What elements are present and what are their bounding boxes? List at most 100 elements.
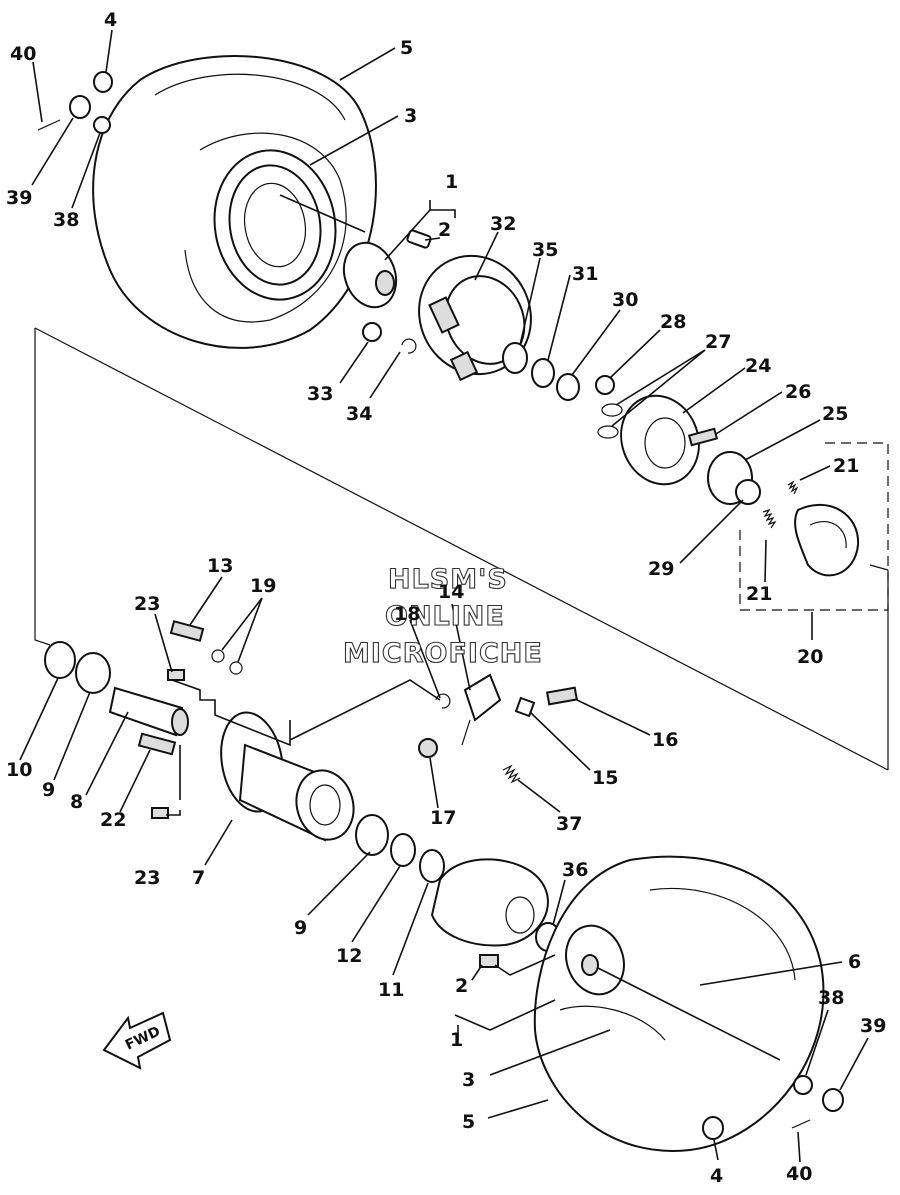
callout-20: 20 [797,646,823,668]
clip-34 [401,338,417,354]
callout-34: 34 [346,403,372,425]
callout-19: 19 [250,575,276,597]
bearing-9-mid [355,814,389,856]
callout-5: 5 [400,37,413,59]
nut-17 [418,738,438,758]
nut-28 [595,375,615,395]
washer-27b [597,425,619,439]
watermark: HLSM'S ONLINE MICROFICHE [342,563,543,669]
callout-26: 26 [785,381,811,403]
watermark-line3: MICROFICHE [343,638,543,669]
callout-2-bottom: 2 [455,975,468,997]
callout-25: 25 [822,403,848,425]
callout-37: 37 [556,813,582,835]
washer-19a [211,649,225,663]
bolt-23-bottom [151,807,169,819]
callout-31: 31 [572,263,598,285]
washer-38-top [93,116,111,134]
callout-23-bottom: 23 [134,867,160,889]
callout-9-mid: 9 [294,917,307,939]
callout-14: 14 [438,581,464,603]
seal-11 [419,849,445,883]
callout-38-bottom: 38 [818,987,844,1009]
callout-22: 22 [100,809,126,831]
bearing-31 [531,358,555,388]
bolt-top [406,229,432,249]
nut-30 [556,373,580,401]
final-gear-case [430,858,549,947]
axle-housing-7 [220,711,355,842]
callout-24: 24 [745,355,771,377]
callout-15: 15 [592,767,618,789]
callout-29: 29 [648,558,674,580]
plate-15 [514,696,536,718]
callout-32: 32 [490,213,516,235]
cam-25 [707,451,761,505]
callout-21-bottom: 21 [746,583,772,605]
bolt-23-top [167,669,185,681]
bottom-wheel [533,855,825,1152]
bearing-9-left [75,652,111,694]
nut-4-bottom [702,1116,724,1140]
callout-12: 12 [336,945,362,967]
callout-4-bottom: 4 [710,1165,723,1187]
callout-39: 39 [6,187,32,209]
callout-21-top: 21 [833,455,859,477]
bolt-26 [687,427,719,447]
callout-8: 8 [70,791,83,813]
bolt-16 [546,686,578,706]
assembly-line [34,328,51,646]
callout-9-left: 9 [42,779,55,801]
fwd-arrow: FWD [102,1011,172,1070]
callout-27: 27 [705,331,731,353]
callout-30: 30 [612,289,638,311]
callout-1-bottom: 1 [450,1029,463,1051]
oil-seal-35 [502,342,528,374]
spacer-12 [390,833,416,867]
callout-39-bottom: 39 [860,1015,886,1037]
spring-37 [502,764,521,784]
nut-39-bottom [822,1088,844,1112]
callout-5-bottom: 5 [462,1111,475,1133]
callout-11: 11 [378,979,404,1001]
callout-40: 40 [10,43,36,65]
callouts: 4 40 5 3 39 38 1 2 32 35 31 30 28 27 24 … [6,9,886,1187]
nut-4-top [93,71,113,93]
seal-10 [44,641,76,679]
callout-1: 1 [445,171,458,193]
clip-18 [435,693,451,709]
bolt-13 [169,620,205,642]
callout-33: 33 [307,383,333,405]
brake-drum [418,254,532,382]
callout-3-bottom: 3 [462,1069,475,1091]
brake-arm-14 [461,673,502,746]
hub-flange-top [342,241,398,309]
callout-2: 2 [438,219,451,241]
spring-21-top [787,480,799,495]
washer-19b [229,661,243,675]
top-wheel [92,55,377,349]
callout-16: 16 [652,729,678,751]
callout-35: 35 [532,239,558,261]
callout-13: 13 [207,555,233,577]
brake-shoes [794,504,860,577]
bolt-2-bottom [479,954,499,968]
callout-36: 36 [562,859,588,881]
bolt-33 [362,322,382,342]
callout-4: 4 [104,9,117,31]
brake-cover [620,394,700,486]
washer-38-bottom [793,1075,813,1095]
callout-10: 10 [6,759,32,781]
bolt-22 [137,732,177,756]
nut-39-top [69,95,91,119]
callout-6: 6 [848,951,861,973]
axle-tube-8 [108,686,189,737]
callout-17: 17 [430,807,456,829]
callout-28: 28 [660,311,686,333]
callout-38: 38 [53,209,79,231]
cotter-pin-40-top [37,119,61,131]
callout-18: 18 [394,603,420,625]
spring-21-bottom [762,508,777,529]
watermark-line2: ONLINE [385,601,505,632]
